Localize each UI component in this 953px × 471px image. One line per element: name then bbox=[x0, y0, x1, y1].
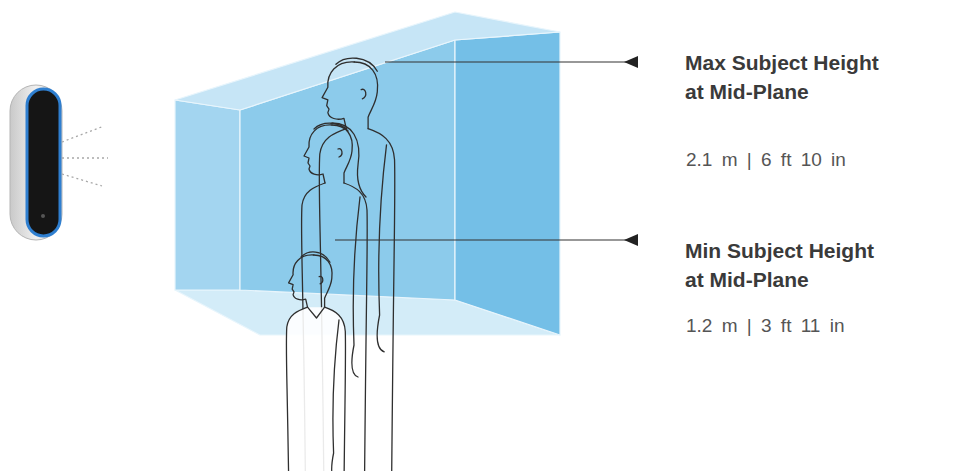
camera-rays bbox=[62, 126, 108, 186]
max-height-value: 2.1 m | 6 ft 10 in bbox=[686, 147, 846, 174]
detection-volume bbox=[175, 12, 560, 335]
leader-lines bbox=[335, 56, 638, 246]
max-height-label: Max Subject Height at Mid-Plane bbox=[685, 48, 889, 107]
camera-device bbox=[10, 85, 62, 240]
people-figures bbox=[286, 58, 395, 471]
boy-figure bbox=[286, 252, 345, 471]
min-height-label: Min Subject Height at Mid-Plane bbox=[685, 236, 886, 295]
min-height-value: 1.2 m | 3 ft 11 in bbox=[686, 313, 844, 340]
